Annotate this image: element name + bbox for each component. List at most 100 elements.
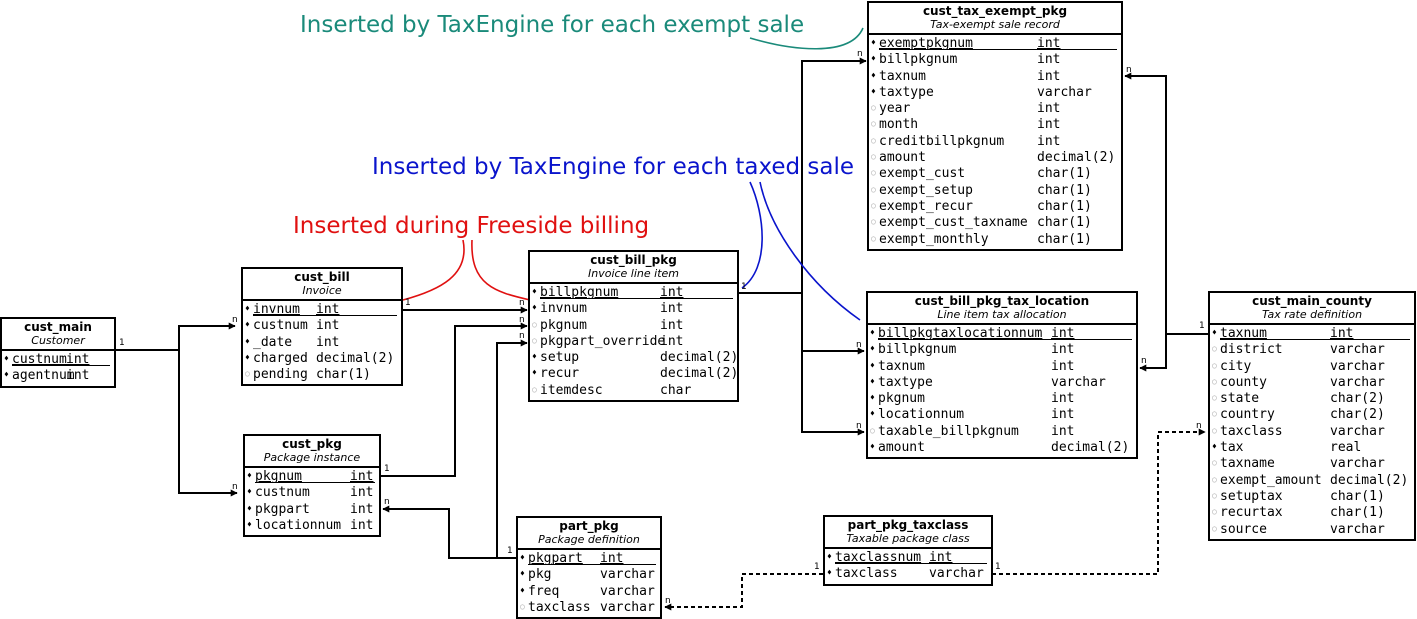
field-type: int (600, 551, 624, 566)
field-type: int (316, 334, 340, 350)
cust-pkg-description: Package instance (263, 451, 361, 464)
field-name: invnum (253, 302, 300, 317)
field-type: varchar (600, 567, 655, 583)
card-cust-tax-exempt-pkg-from-cust-main-county-many: n (1126, 65, 1132, 75)
required-marker-icon: ♦ (871, 86, 876, 96)
link-cust-bill-pkg-to-tax-location-billpkgnum (801, 293, 865, 355)
required-marker-icon: ♦ (245, 304, 250, 313)
required-marker-icon: ♦ (245, 320, 250, 330)
card-cust-main-county-from-part-pkg-taxclass-many: n (1196, 421, 1202, 431)
field-name: _date (253, 334, 293, 350)
field-name: district (1220, 342, 1283, 358)
field-type: char(1) (1037, 198, 1092, 214)
field-type: varchar (1330, 342, 1385, 358)
field-type: int (660, 333, 684, 349)
field-name: exempt_recur (879, 198, 973, 214)
field-type: int (1051, 358, 1075, 374)
link-cust-bill-pkg-to-cust-tax-exempt-pkg (739, 57, 867, 294)
field-type: varchar (1330, 521, 1385, 537)
link-cust-main-county-to-tax-location (1139, 334, 1167, 372)
field-name: taxnum (1220, 326, 1267, 341)
required-marker-icon: ♦ (532, 368, 537, 378)
field-name: locationnum (878, 407, 965, 423)
link-cust-bill-pkg-to-tax-location-taxable (801, 351, 865, 436)
field-name: pkgpart (528, 551, 583, 566)
field-type: int (1051, 391, 1075, 407)
field-name: agentnum (12, 368, 75, 384)
freeside-billing-leader-1 (402, 239, 465, 301)
required-marker-icon: ♦ (245, 352, 250, 362)
field-type: int (350, 485, 374, 501)
field-name: taxclass (1220, 423, 1283, 439)
